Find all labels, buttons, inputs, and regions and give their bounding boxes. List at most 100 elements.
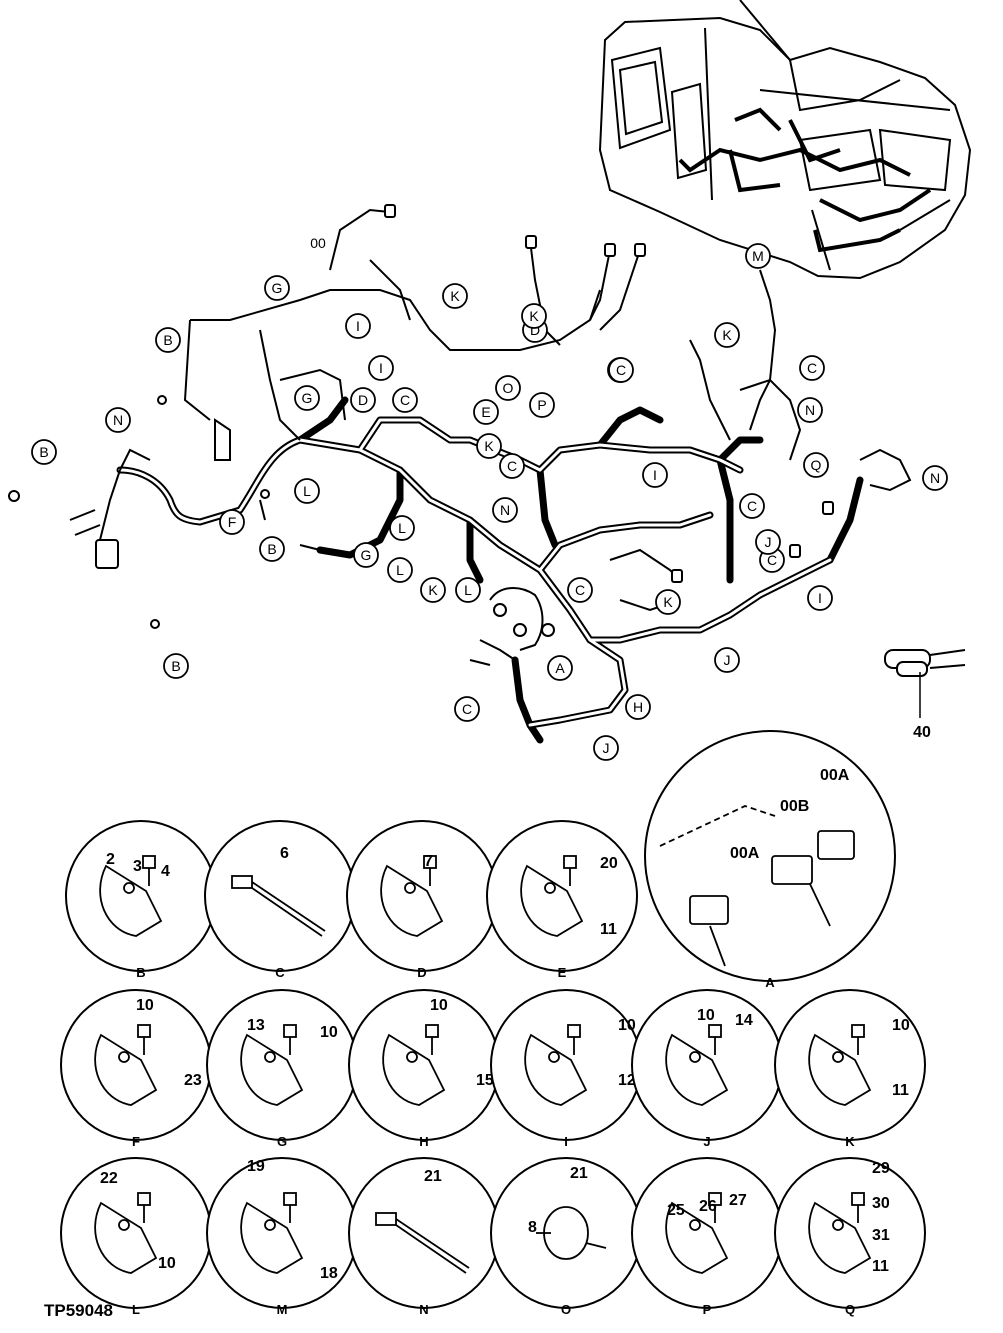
svg-text:L: L bbox=[398, 520, 406, 536]
callout-c: C bbox=[567, 577, 593, 603]
callout-k: K bbox=[655, 589, 681, 615]
detail-letter: J bbox=[703, 1134, 710, 1149]
detail-view-d: 7D bbox=[346, 820, 498, 980]
detail-part-sketch bbox=[240, 1192, 304, 1274]
svg-text:K: K bbox=[484, 438, 494, 454]
callout-k: K bbox=[521, 303, 547, 329]
svg-text:G: G bbox=[361, 547, 372, 563]
svg-text:L: L bbox=[464, 582, 472, 598]
part-number: 10 bbox=[158, 1255, 176, 1272]
callout-b: B bbox=[259, 536, 285, 562]
svg-text:C: C bbox=[400, 392, 410, 408]
svg-text:M: M bbox=[752, 248, 764, 264]
callout-g: G bbox=[294, 385, 320, 411]
svg-text:D: D bbox=[530, 322, 540, 338]
detail-letter: B bbox=[136, 965, 145, 980]
callout-j: J bbox=[714, 647, 740, 673]
part-number: 00B bbox=[780, 798, 809, 815]
callout-a: A bbox=[547, 655, 573, 681]
callout-p: P bbox=[529, 392, 555, 418]
part-number: 13 bbox=[247, 1017, 265, 1034]
part-number: 10 bbox=[892, 1017, 910, 1034]
detail-letter: A bbox=[765, 975, 775, 990]
callout-c: C bbox=[392, 387, 418, 413]
svg-text:B: B bbox=[163, 332, 172, 348]
svg-text:F: F bbox=[228, 514, 237, 530]
part-number: 19 bbox=[247, 1158, 265, 1175]
detail-part-sketch bbox=[808, 1192, 872, 1274]
callout-i: I bbox=[642, 462, 668, 488]
part-number: 10 bbox=[697, 1007, 715, 1024]
callout-g: G bbox=[353, 542, 379, 568]
svg-text:C: C bbox=[747, 498, 757, 514]
callout-c: C bbox=[739, 493, 765, 519]
part-number: 22 bbox=[100, 1170, 118, 1187]
callout-i: I bbox=[807, 585, 833, 611]
part-number: 8 bbox=[528, 1219, 537, 1236]
callout-c: C bbox=[608, 357, 634, 383]
detail-view-g: 13 10G bbox=[206, 989, 358, 1149]
svg-text:C: C bbox=[807, 360, 817, 376]
part-number: 11 bbox=[892, 1082, 909, 1099]
part-number: 14 bbox=[735, 1012, 753, 1029]
detail-part-sketch bbox=[808, 1024, 872, 1106]
svg-text:K: K bbox=[450, 288, 460, 304]
callout-g: G bbox=[264, 275, 290, 301]
part-number: 00A bbox=[730, 845, 760, 862]
detail-part-sketch bbox=[536, 1206, 607, 1260]
figure-id: TP59048 bbox=[44, 1301, 113, 1320]
part-number: 20 bbox=[600, 855, 618, 872]
callout-f: F bbox=[219, 509, 245, 535]
callout-k: K bbox=[420, 577, 446, 603]
callout-n: N bbox=[922, 465, 948, 491]
svg-text:L: L bbox=[303, 483, 311, 499]
detail-view-j: 10 14J bbox=[631, 989, 783, 1149]
callout-l: L bbox=[294, 478, 320, 504]
callout-l: L bbox=[387, 557, 413, 583]
part-number: 26 bbox=[699, 1198, 717, 1215]
svg-text:N: N bbox=[113, 412, 123, 428]
part-number: 23 bbox=[184, 1072, 202, 1089]
detail-part-sketch bbox=[375, 1212, 470, 1274]
svg-text:K: K bbox=[428, 582, 438, 598]
detail-part-sketch bbox=[99, 855, 163, 937]
callout-o: O bbox=[495, 375, 521, 401]
callout-i: I bbox=[368, 355, 394, 381]
detail-letter: Q bbox=[845, 1302, 855, 1317]
callout-i: I bbox=[345, 313, 371, 339]
svg-text:Q: Q bbox=[811, 457, 822, 473]
detail-part-sketch bbox=[240, 1024, 304, 1106]
detail-part-sketch bbox=[520, 855, 584, 937]
svg-text:J: J bbox=[603, 740, 610, 756]
part-number: 10 bbox=[320, 1024, 338, 1041]
callout-j: J bbox=[593, 735, 619, 761]
part-number: 27 bbox=[729, 1192, 747, 1209]
svg-text:K: K bbox=[529, 308, 539, 324]
svg-text:G: G bbox=[302, 390, 313, 406]
detail-letter: G bbox=[277, 1134, 287, 1149]
detail-letter: K bbox=[845, 1134, 855, 1149]
part-number: 7 bbox=[424, 853, 433, 870]
svg-text:C: C bbox=[575, 582, 585, 598]
svg-text:K: K bbox=[663, 594, 673, 610]
main-item-number: 40 bbox=[913, 724, 931, 741]
machine-harness-routing bbox=[678, 107, 932, 253]
callout-k: K bbox=[714, 322, 740, 348]
svg-text:D: D bbox=[358, 392, 368, 408]
callout-j: J bbox=[755, 529, 781, 555]
svg-text:C: C bbox=[507, 458, 517, 474]
part-number: 31 bbox=[872, 1227, 890, 1244]
cab-harness-label: 00 bbox=[310, 235, 326, 251]
detail-part-sketch bbox=[382, 1024, 446, 1106]
part-number: 25 bbox=[667, 1202, 685, 1219]
detail-letter: H bbox=[419, 1134, 428, 1149]
part-number: 00A bbox=[820, 767, 850, 784]
part-number: 10 bbox=[618, 1017, 636, 1034]
svg-text:I: I bbox=[356, 318, 360, 334]
part-number: 4 bbox=[161, 863, 170, 880]
